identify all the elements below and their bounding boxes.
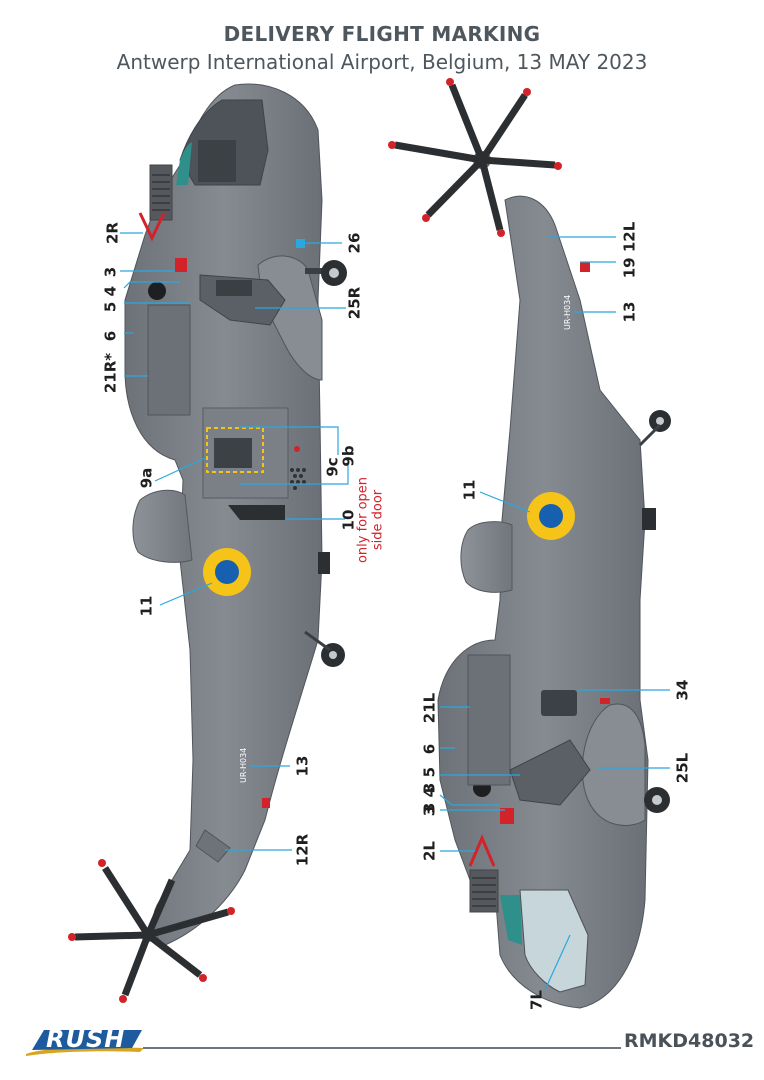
left-view-leaders: [439, 236, 670, 991]
callout-19-12L: 19 12L: [621, 221, 639, 278]
callout-6-right: 6: [102, 331, 120, 341]
right-view-leaders: [120, 232, 349, 851]
logo-text: RUSH: [46, 1025, 126, 1053]
note-open-door-line2: side door: [371, 489, 386, 550]
left-view-cockpit-glazing: [519, 889, 589, 993]
callout-9a: 9a: [138, 468, 156, 489]
right-side-view: UR-H034: [68, 83, 347, 1003]
callout-10: 10: [340, 510, 358, 531]
callout-5-4-right: 5 4: [102, 286, 120, 312]
callout-21L: 21L: [421, 692, 439, 723]
right-view-marker-26: [296, 239, 305, 248]
left-view-red-chevron: [468, 834, 496, 867]
callout-13-left: 13: [621, 302, 639, 323]
callout-13-right: 13: [294, 756, 312, 777]
callout-3-4-left: 3 4: [421, 787, 439, 813]
left-side-view: UR-H034: [388, 78, 671, 1009]
callout-11-left: 11: [461, 480, 479, 501]
page-subtitle: Antwerp International Airport, Belgium, …: [116, 50, 648, 74]
note-open-door-line1: only for open: [356, 477, 371, 563]
callout-3-left: 3: [421, 806, 439, 816]
callout-34: 34: [674, 680, 692, 701]
right-view-window: [198, 140, 236, 182]
right-view-green-glass: [176, 142, 192, 185]
left-view-sponson: [581, 703, 646, 826]
right-view-registration: UR-H034: [239, 748, 248, 783]
callout-9b: 9b: [340, 445, 358, 466]
right-view-tail-rotor: [68, 859, 235, 1003]
callout-21R: 21R*: [102, 353, 120, 393]
right-view-porthole: [148, 282, 166, 300]
page-title: DELIVERY FLIGHT MARKING: [223, 22, 541, 46]
callout-9c: 9c: [324, 457, 342, 476]
callout-3-right: 3: [102, 267, 120, 277]
left-view-main-rotor: [388, 78, 562, 237]
callout-7L: 7L: [528, 990, 546, 1010]
product-code: RMKD48032: [624, 1030, 755, 1052]
left-view-engine: [460, 521, 513, 593]
callout-3-5-left: 3 5: [421, 767, 439, 793]
callout-2R: 2R: [104, 222, 122, 244]
callout-6-left: 6: [421, 744, 439, 754]
left-view-registration: UR-H034: [563, 295, 572, 330]
right-view-door-outline: [206, 427, 264, 473]
callout-25L: 25L: [674, 752, 692, 783]
right-view-red-grid: [175, 258, 187, 272]
footer-rule: [143, 1047, 621, 1049]
callout-2L: 2L: [421, 841, 439, 861]
callout-11-right: 11: [138, 596, 156, 617]
callout-12R: 12R: [294, 833, 312, 866]
right-view-red-chevron: [138, 212, 166, 242]
rush-logo: [26, 1030, 144, 1056]
callout-26: 26: [346, 233, 364, 254]
callout-25R: 25R: [346, 286, 364, 319]
right-view-engine: [132, 489, 193, 563]
